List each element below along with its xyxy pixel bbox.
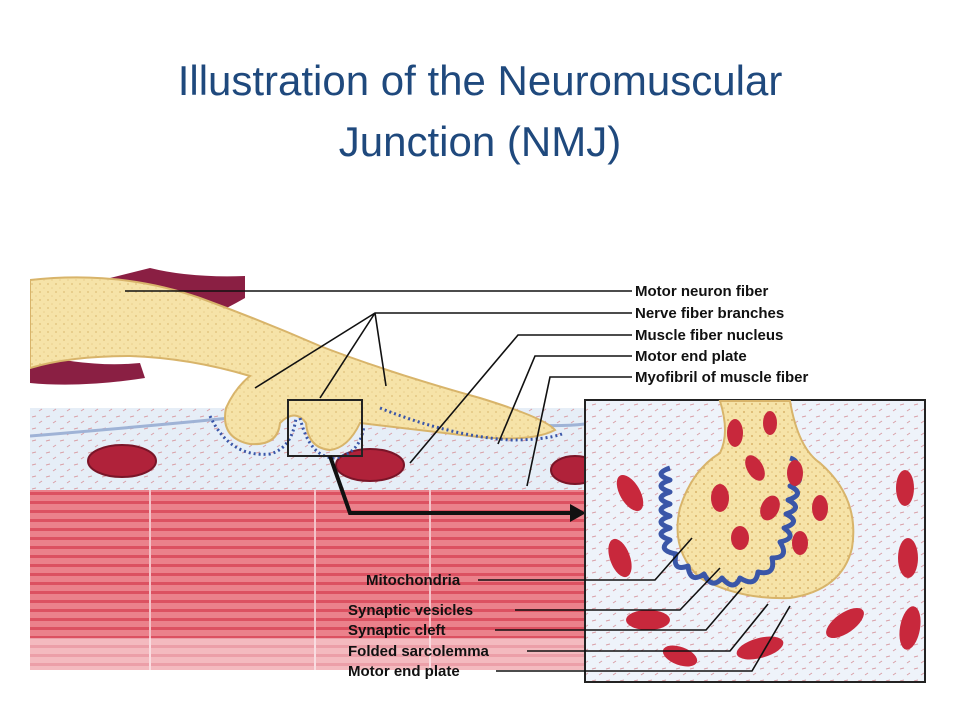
junctional-folds — [208, 415, 298, 456]
label-myofibril: Myofibril of muscle fiber — [635, 369, 809, 386]
label-motor-neuron-fiber: Motor neuron fiber — [635, 283, 768, 300]
title-line-2: Junction (NMJ) — [338, 118, 622, 165]
muscle-nucleus — [335, 448, 405, 482]
magnified-inset — [584, 399, 926, 683]
label-folded-sarcolemma: Folded sarcolemma — [348, 643, 490, 660]
muscle-nucleus — [87, 444, 157, 478]
label-motor-end-plate-bottom: Motor end plate — [348, 663, 460, 680]
label-muscle-fiber-nucleus: Muscle fiber nucleus — [635, 327, 783, 344]
label-mitochondria: Mitochondria — [366, 572, 461, 589]
inset-highlight-box — [287, 399, 363, 457]
label-nerve-fiber-branches: Nerve fiber branches — [635, 305, 784, 322]
label-synaptic-cleft: Synaptic cleft — [348, 622, 446, 639]
label-synaptic-vesicles: Synaptic vesicles — [348, 602, 473, 619]
title-line-1: Illustration of the Neuromuscular — [177, 57, 783, 104]
label-motor-end-plate-top: Motor end plate — [635, 348, 747, 365]
inset-arrow — [328, 455, 570, 515]
slide-title: Illustration of the Neuromuscular Juncti… — [0, 50, 960, 172]
folded-sarcolemma — [658, 455, 802, 588]
junctional-folds — [298, 417, 366, 460]
nmj-illustration: Motor neuron fiber Nerve fiber branches … — [30, 258, 930, 700]
junctional-folds — [379, 406, 563, 442]
